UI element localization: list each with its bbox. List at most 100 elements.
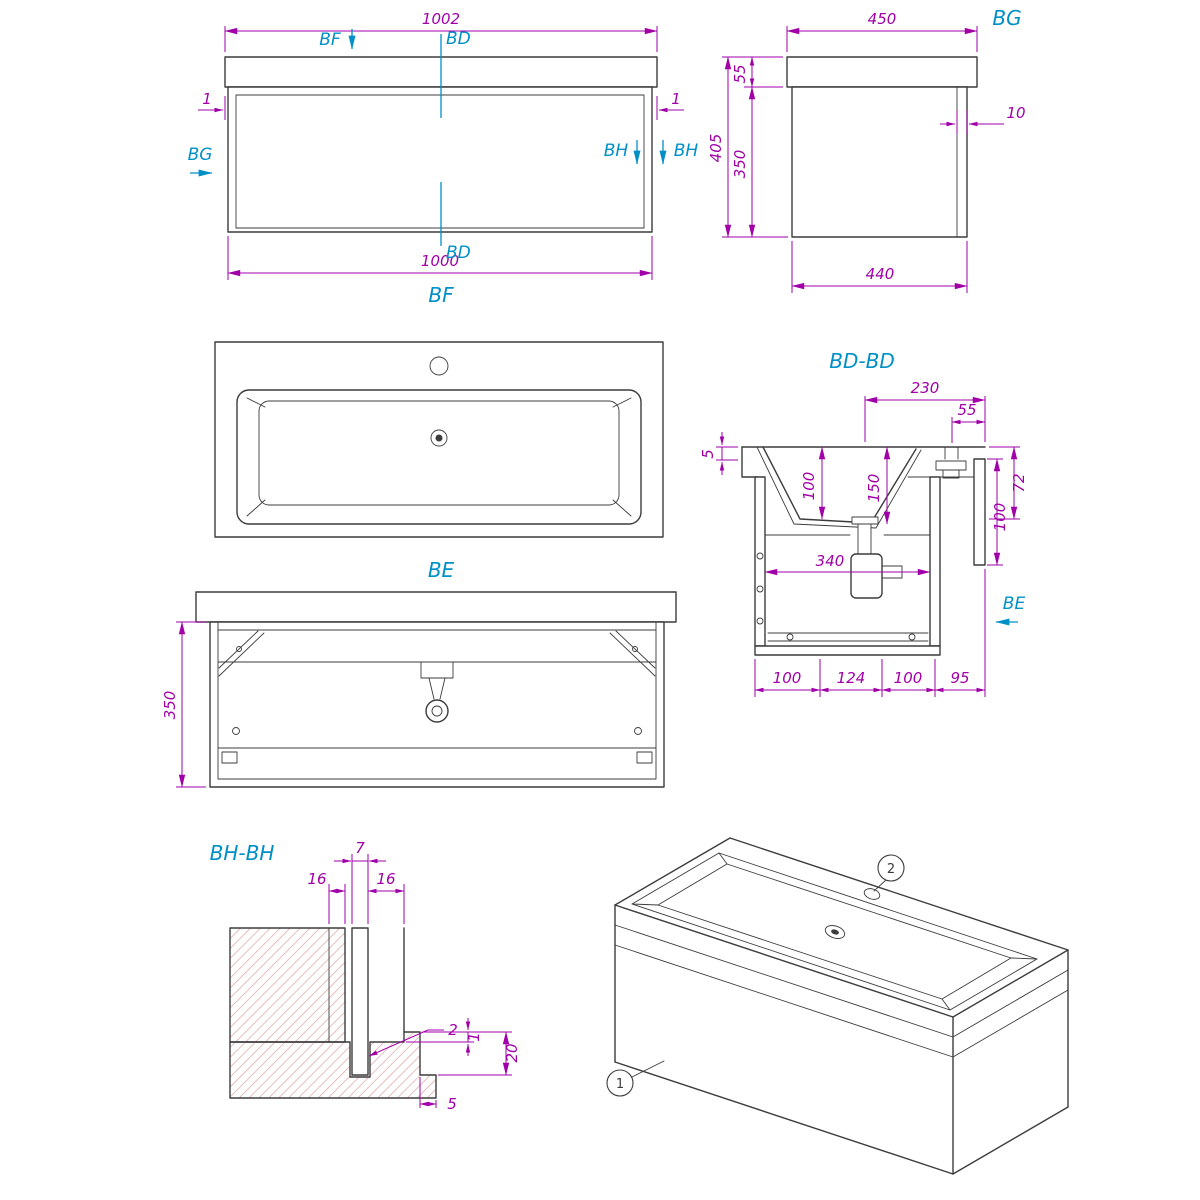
cut-label-bd-top: BD: [446, 29, 471, 49]
callout-2: 2: [873, 854, 905, 892]
iso-counter-top: [614, 837, 1069, 1018]
faucet-hole-section: [944, 446, 959, 460]
dim-total-height: 405: [707, 134, 725, 163]
dim-5: 5: [699, 449, 717, 459]
cut-label-bh-right: BH: [674, 141, 699, 161]
dim-340: 340: [816, 552, 845, 570]
front-cut-bf: BF: [319, 29, 356, 50]
bh-dims-top: 7 16 16: [307, 839, 405, 924]
drain-hole: [430, 429, 448, 447]
side-dim-panel: 10: [940, 104, 1026, 134]
callout-2-bubble: [877, 854, 905, 882]
front-cut-bh: BH BH: [604, 140, 699, 165]
counter-section-hatched: [229, 927, 346, 1043]
faucet-hole: [429, 356, 449, 376]
side-dim-top: 450: [786, 10, 978, 52]
front-cut-bd: BD BD: [440, 29, 471, 263]
dim-bottom-100b: 100: [894, 669, 923, 687]
iso-faucet-hole: [863, 888, 881, 900]
side-view-outline: [786, 56, 978, 238]
iso-drawer-seam: [614, 944, 1069, 1058]
dim-bottom-124: 124: [837, 669, 866, 687]
side-dim-bottom: 440: [791, 241, 968, 293]
dim-bottom-100a: 100: [773, 669, 802, 687]
dim-150-depth: 150: [865, 474, 883, 503]
front-dim-top: 1002: [224, 10, 658, 52]
front-dim-gap-right: 1: [656, 90, 684, 120]
front-dim-bottom: 1000: [227, 236, 653, 280]
callout-1-bubble: [606, 1069, 634, 1097]
dim-16-right: 16: [376, 870, 395, 888]
cabinet-interior: [217, 621, 657, 780]
callout-1: 1: [606, 1060, 665, 1097]
bd-dim-depth-b: 150: [865, 446, 891, 525]
callout-2-number: 2: [887, 862, 895, 877]
dim-5: 5: [447, 1095, 457, 1113]
front-view-outline: [224, 56, 658, 233]
cut-label-bd-bottom: BD: [446, 243, 471, 263]
bd-cut-be: BE: [995, 594, 1026, 626]
callout-1-number: 1: [616, 1077, 624, 1092]
dim-7: 7: [355, 839, 365, 857]
plan-view-title: BE: [428, 558, 455, 582]
counter-section: [195, 591, 677, 623]
side-dim-counter: 55: [722, 56, 788, 238]
section-bd-view: BD-BD: [699, 349, 1028, 697]
section-bd-title: BD-BD: [829, 349, 894, 373]
dim-16-left: 16: [307, 870, 326, 888]
dim-gap-left: 1: [202, 90, 212, 108]
drain-hole-center: [435, 434, 443, 442]
bd-dim-depth-a: 100: [800, 446, 826, 520]
dim-counter-height: 55: [731, 64, 749, 83]
bottom-panel-hatched: [229, 1031, 437, 1099]
wall-hanger-panel: [973, 458, 986, 566]
dim-side-top-width: 450: [868, 10, 897, 28]
basin-profile: [762, 446, 917, 524]
siphon-trap: [850, 553, 883, 599]
detail-bh-view: BH-BH 7 16 16 2 1 20: [210, 839, 521, 1113]
side-view-title: BG: [992, 6, 1021, 30]
drain-tailpipe: [857, 523, 872, 555]
dim-be-height: 350: [161, 691, 179, 720]
front-cut-bg: BG: [188, 145, 213, 177]
dim-20: 20: [503, 1043, 521, 1062]
bd-dim-230: 230: [864, 379, 986, 442]
dim-230: 230: [911, 379, 940, 397]
basin-bottom: [258, 400, 620, 506]
dim-2: 2: [448, 1021, 458, 1039]
bh-dims-side: 2 1 20 5: [368, 1018, 521, 1113]
section-bd-outline: [741, 446, 986, 656]
drawer-rails: [767, 632, 929, 642]
bd-dim-340: 340: [764, 552, 931, 576]
dim-top-width: 1002: [422, 10, 460, 28]
front-dim-gap-left: 1: [198, 90, 226, 120]
bd-dim-5: 5: [699, 432, 738, 475]
dim-side-bottom-width: 440: [866, 265, 895, 283]
bd-dim-100-right: 100: [987, 458, 1009, 566]
side-dim-total: 405: [707, 56, 732, 238]
back-panel-section: [351, 927, 369, 1076]
drain-fitting: [420, 661, 454, 679]
drain-outlet: [425, 699, 449, 723]
corner-braces: [218, 630, 656, 677]
cut-label-bf: BF: [319, 30, 341, 50]
dim-72: 72: [1010, 473, 1028, 492]
dim-55: 55: [957, 401, 976, 419]
bd-dim-bottom-chain: 100 124 100 95: [754, 569, 986, 697]
dim-1: 1: [465, 1032, 483, 1042]
cut-label-bh-left: BH: [604, 141, 629, 161]
section-be-view: 350: [161, 591, 677, 788]
dim-panel-thickness: 10: [1006, 104, 1025, 122]
basin-corner-slopes: [246, 397, 632, 517]
cut-label-bg: BG: [188, 145, 213, 165]
dim-bottom-95: 95: [950, 669, 969, 687]
dim-bottom-width: 1000: [421, 252, 459, 270]
front-view-title: BF: [428, 283, 454, 307]
cut-label-be: BE: [1003, 594, 1026, 614]
dim-100-right: 100: [991, 503, 1009, 532]
dim-body-height: 350: [731, 150, 749, 179]
iso-view: 1 2: [606, 837, 1069, 1175]
front-view: 1002 1000 1 1 BF BD BD BG: [188, 10, 699, 307]
be-dim-height: 350: [161, 621, 206, 788]
